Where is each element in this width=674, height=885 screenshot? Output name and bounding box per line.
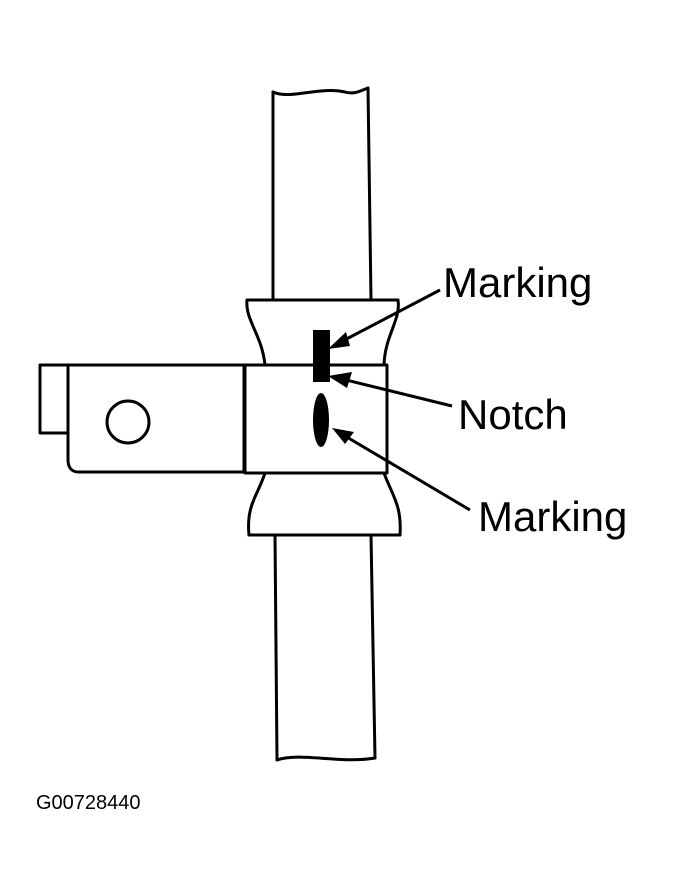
stabilizer-bar-lower [273, 533, 377, 762]
label-notch: Notch [458, 391, 568, 438]
arrowhead-marking-bottom [332, 428, 354, 444]
leader-notch [337, 376, 453, 408]
leader-marking-bottom [339, 431, 471, 512]
stabilizer-bar-upper [271, 86, 373, 302]
arrowhead-marking-top [328, 332, 350, 349]
leader-marking-top [334, 288, 441, 347]
marking-rectangle [313, 330, 330, 382]
marking-oval [313, 393, 329, 447]
bushing-lower [247, 471, 402, 537]
label-marking-bottom: Marking [478, 493, 628, 540]
arrowhead-notch [328, 372, 352, 388]
label-marking-top: Marking [443, 259, 593, 306]
bracket-plate [38, 363, 246, 474]
mounting-hole [105, 399, 151, 445]
bushing-upper [245, 298, 400, 367]
figure-code: G00728440 [36, 792, 141, 814]
